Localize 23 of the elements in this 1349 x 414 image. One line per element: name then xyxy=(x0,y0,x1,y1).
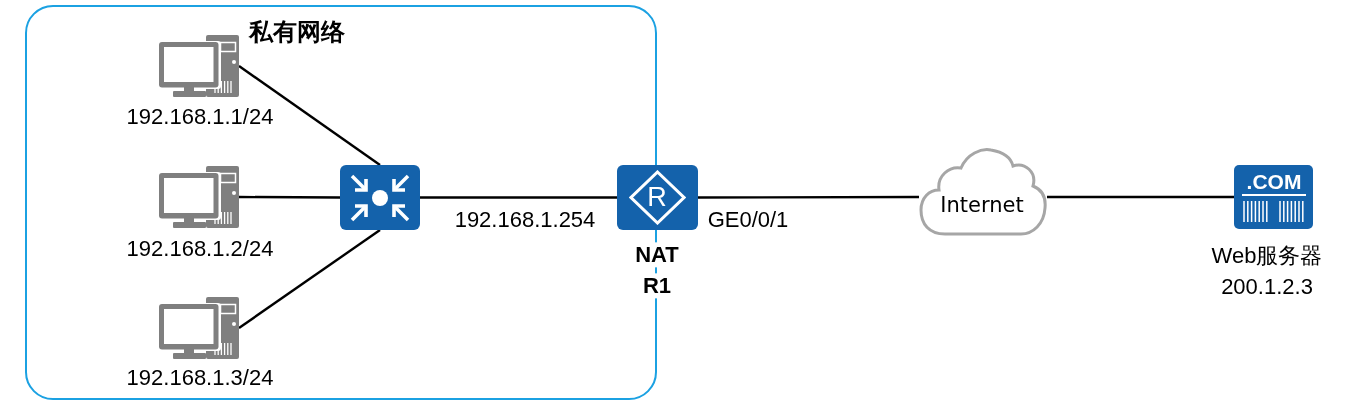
computer-icon xyxy=(159,166,239,228)
connection-line xyxy=(698,195,919,199)
connection-line xyxy=(1047,195,1234,199)
server-box xyxy=(1234,165,1313,229)
connection-line xyxy=(238,229,381,329)
connection-line xyxy=(238,65,381,166)
device-label: R1 xyxy=(642,273,672,299)
connection-line xyxy=(420,196,617,199)
ip-label: 192.168.1.3/24 xyxy=(126,365,274,391)
ip-label: 192.168.1.2/24 xyxy=(126,236,274,262)
connection-line xyxy=(239,195,340,199)
group-title: 私有网络 xyxy=(249,18,345,46)
computer-icon xyxy=(159,35,239,97)
router-letter: R xyxy=(647,182,667,214)
device-label: NAT xyxy=(635,242,679,268)
ip-label: 192.168.1.1/24 xyxy=(126,104,274,130)
cloud-label: Internet xyxy=(940,192,1024,218)
router-box xyxy=(617,165,698,230)
ip-label: 200.1.2.3 xyxy=(1221,274,1313,300)
server-label: .COM xyxy=(1246,169,1302,195)
switch-icon xyxy=(340,165,420,230)
computer-icon xyxy=(159,297,239,359)
server-name: Web服务器 xyxy=(1211,243,1323,269)
